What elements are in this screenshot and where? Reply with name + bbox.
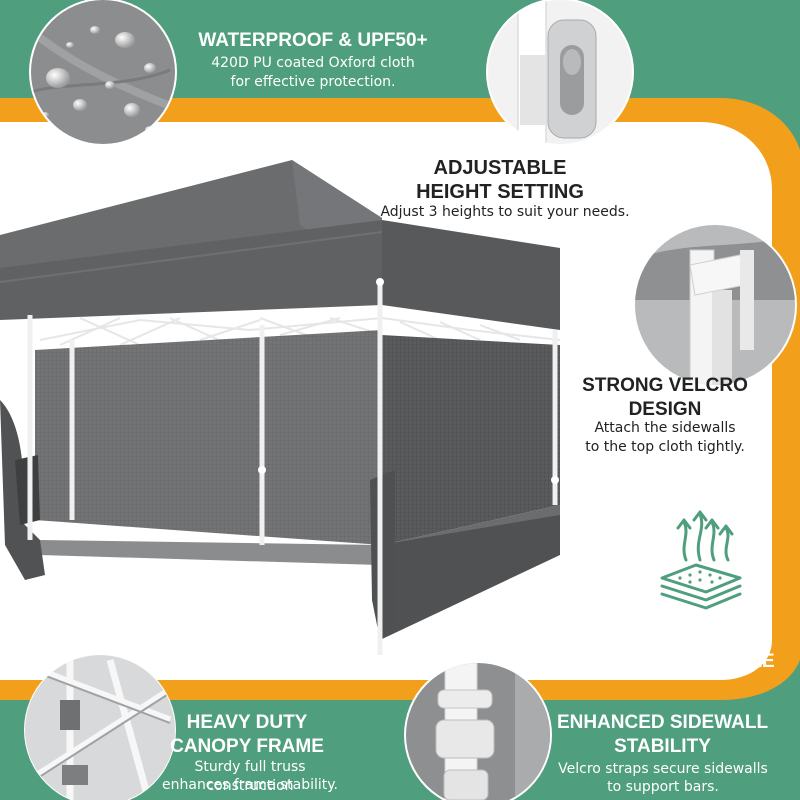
velcro-body-line1: Attach the sidewalls — [594, 420, 736, 436]
height-title-line1: ADJUSTABLE — [433, 157, 567, 179]
breathable-fabric-icon — [633, 506, 767, 640]
frame-body-line1: Sturdy full truss construction — [194, 759, 306, 794]
mesh-sidewall-front — [35, 330, 382, 545]
sidewall-bottom — [380, 515, 560, 640]
frame-body-line2: enhances frame stability. — [162, 777, 338, 793]
velcro-title-line1: STRONG VELCRO — [582, 375, 748, 396]
velcro-body-line2: to the top cloth tightly. — [585, 439, 745, 455]
height-body: Adjust 3 heights to suit your needs. — [380, 204, 630, 220]
sidewall-title-line1: ENHANCED SIDEWALL — [556, 712, 769, 733]
waterproof-title: WATERPROOF & UPF50+ — [198, 30, 428, 51]
velcro-title-line2: DESIGN — [628, 399, 702, 420]
waterproof-fabric-photo — [29, 0, 177, 146]
sidewall-strap-photo — [404, 661, 552, 800]
sidewall-body-line2: to support bars. — [607, 779, 719, 795]
height-adjuster-photo — [486, 0, 634, 146]
tent-illustration — [0, 160, 561, 655]
sidewall-body-line1: Velcro straps secure sidewalls — [558, 761, 768, 777]
sidewall-title-line2: STABILITY — [614, 736, 711, 757]
canopy-frame-photo — [24, 654, 176, 800]
velcro-photo — [633, 223, 797, 387]
mesh-sidewall-side — [382, 335, 560, 545]
frame-title-line2: CANOPY FRAME — [170, 736, 324, 757]
canopy-valance-side — [382, 220, 560, 330]
waterproof-body-line1: 420D PU coated Oxford cloth — [211, 55, 415, 71]
frame-title-line1: HEAVY DUTY — [186, 712, 308, 733]
waterproof-body-line2: for effective protection. — [230, 74, 396, 90]
height-title-line2: HEIGHT SETTING — [416, 181, 584, 203]
breathable-title: BREATHABLE — [645, 651, 775, 672]
